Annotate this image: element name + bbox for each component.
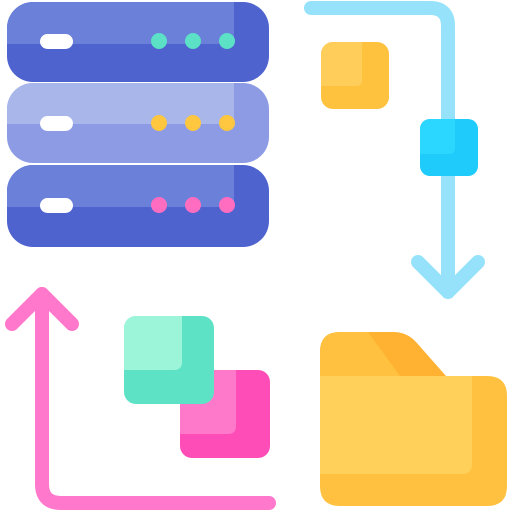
arrow-down-line: [304, 1, 455, 299]
server-unit-top: [7, 2, 269, 82]
folder-front-face: [320, 376, 472, 474]
server-unit-bottom: [7, 165, 269, 247]
status-led-icon: [219, 197, 235, 213]
status-led-icon: [151, 33, 167, 49]
drive-slot-icon: [40, 116, 73, 131]
arrow-down-icon: [304, 1, 485, 299]
status-led-icon: [219, 115, 235, 131]
status-led-icon: [219, 33, 235, 49]
arrow-up-head: [5, 287, 79, 331]
drive-slot-icon: [40, 34, 73, 49]
server-stack-icon: [7, 2, 269, 247]
arrow-up-line: [35, 287, 276, 510]
data-block-mint-icon: [124, 316, 214, 404]
status-led-icon: [151, 115, 167, 131]
drive-slot-icon: [40, 198, 73, 213]
server-unit-middle-face: [7, 83, 234, 124]
folder-tab-highlight: [320, 332, 400, 376]
data-block-cyan-icon: [420, 119, 478, 176]
server-unit-middle: [7, 83, 269, 163]
data-block-yellow-icon: [321, 42, 389, 109]
server-unit-top-face: [7, 2, 234, 44]
arrow-up-icon: [5, 287, 276, 510]
status-led-icon: [151, 197, 167, 213]
folder-icon: [320, 332, 507, 506]
arrow-down-head: [411, 255, 485, 299]
status-led-icon: [185, 115, 201, 131]
server-unit-bottom-face: [7, 165, 234, 207]
status-led-icon: [185, 33, 201, 49]
status-led-icon: [185, 197, 201, 213]
